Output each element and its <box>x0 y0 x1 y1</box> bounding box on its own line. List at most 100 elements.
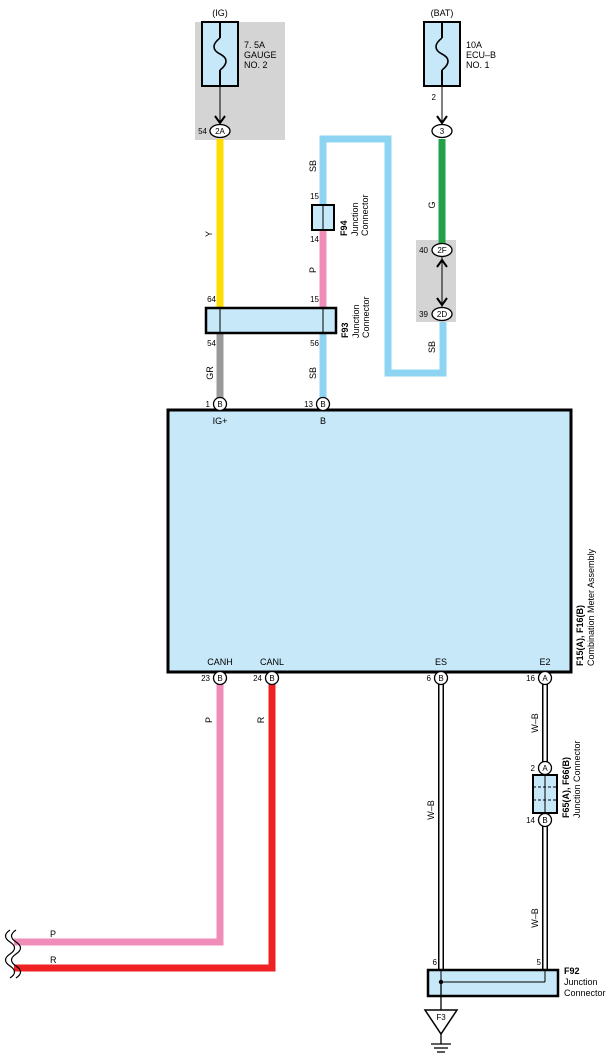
svg-text:A: A <box>542 674 548 683</box>
f93-id: F93 <box>340 322 350 338</box>
f94-name-2: Connector <box>360 194 370 236</box>
label-wire-sb-b: SB <box>308 367 318 379</box>
svg-text:B: B <box>542 816 547 825</box>
meter-pin-es: B <box>433 670 449 686</box>
svg-text:2F: 2F <box>437 246 446 255</box>
svg-text:3: 3 <box>440 127 445 136</box>
f92-name-2: Connector <box>564 988 606 998</box>
wire-canl-r <box>14 681 276 972</box>
meter-pin-b-label: B <box>320 416 326 426</box>
meter-pin-e2-label: E2 <box>539 657 550 667</box>
svg-text:2D: 2D <box>437 310 447 319</box>
label-wire-gr: GR <box>205 366 215 380</box>
f65-name: Junction Connector <box>572 740 582 818</box>
f92-pin-right: 5 <box>537 958 542 967</box>
meter-pin-canh: B <box>212 670 228 686</box>
chevron-ig-icon <box>214 115 226 125</box>
f93-name-2: Connector <box>361 296 371 338</box>
fuse-bat <box>423 21 461 87</box>
f94-id: F94 <box>339 220 349 236</box>
meter-pin-canh-num: 23 <box>201 674 210 683</box>
meter-name: Combination Meter Assembly <box>586 548 596 666</box>
connector-2d: 2D <box>431 306 453 322</box>
meter-pin-canl: B <box>264 670 280 686</box>
fuse-bat-pin: 2 <box>432 93 437 102</box>
meter-pin-b-num: 13 <box>304 400 313 409</box>
label-wire-sb-top: SB <box>308 160 318 172</box>
meter-pin-canh-label: CANH <box>207 657 233 667</box>
chevron-down-icon <box>436 297 448 307</box>
label-wire-p-left: P <box>50 929 56 939</box>
f94-pin-top: 15 <box>310 192 319 201</box>
connector-3: 3 <box>431 123 453 139</box>
meter-pin-es-label: ES <box>435 657 447 667</box>
meter-id: F15(A), F16(B) <box>575 605 585 666</box>
fuse-bat-supply: (BAT) <box>431 8 454 18</box>
f92-id: F92 <box>564 966 580 976</box>
ground-icon <box>423 1009 459 1053</box>
wire-sb-top <box>319 135 447 377</box>
f93-name-1: Junction <box>351 304 361 338</box>
label-wire-canh: P <box>204 717 214 723</box>
meter-pin-ig-label: IG+ <box>213 416 228 426</box>
label-wire-r-left: R <box>50 955 57 965</box>
fuse-ig <box>201 21 239 87</box>
combination-meter-box <box>166 408 573 674</box>
label-wire-wb-e2: W–B <box>530 713 540 733</box>
f65-pin-top: 2 <box>531 764 536 773</box>
svg-text:B: B <box>438 674 443 683</box>
meter-pin-e2-num: 16 <box>526 674 535 683</box>
wire-canh-p <box>14 681 224 946</box>
meter-pin-es-num: 6 <box>427 674 432 683</box>
wire-break-icon <box>4 929 22 979</box>
connector-f92 <box>426 968 560 1010</box>
f94-pin-bottom: 14 <box>310 235 319 244</box>
f65-id: F65(A), F66(B) <box>561 757 571 818</box>
ground-label: F3 <box>436 1013 446 1022</box>
label-wire-p-mid: P <box>308 267 318 273</box>
connector-f94 <box>311 204 335 231</box>
label-wire-wb-low: W–B <box>530 908 540 928</box>
meter-pin-b: B <box>315 396 331 412</box>
fuse-ig-name: GAUGE <box>244 50 277 60</box>
svg-text:B: B <box>217 400 222 409</box>
label-wire-wb-es: W–B <box>426 800 436 820</box>
label-wire-y: Y <box>204 231 214 237</box>
meter-pin-canl-label: CANL <box>260 657 284 667</box>
f92-pin-left: 6 <box>433 958 438 967</box>
chevron-up-icon <box>436 258 448 268</box>
connector-2a: 2A <box>209 123 231 139</box>
connector-2f: 2F <box>431 242 453 258</box>
svg-text:B: B <box>269 674 274 683</box>
pin-2d-num: 39 <box>419 310 428 319</box>
fuse-bat-number: NO. 1 <box>466 60 490 70</box>
meter-pin-ig: B <box>212 396 228 412</box>
pin-2f-num: 40 <box>419 246 428 255</box>
svg-text:2A: 2A <box>215 127 225 136</box>
svg-text:B: B <box>320 400 325 409</box>
label-wire-g: G <box>427 201 437 208</box>
f93-pin-tr: 15 <box>310 295 319 304</box>
connector-f65: A B <box>532 760 558 828</box>
chevron-bat-icon <box>436 115 448 125</box>
fuse-bat-rating: 10A <box>466 40 482 50</box>
f93-pin-bl: 54 <box>207 339 216 348</box>
meter-pin-canl-num: 24 <box>253 674 262 683</box>
fuse-ig-supply: (IG) <box>212 8 228 18</box>
f65-pin-bottom: 14 <box>526 816 535 825</box>
fuse-bat-name: ECU–B <box>466 50 496 60</box>
meter-pin-e2: A <box>537 670 553 686</box>
fuse-ig-number: NO. 2 <box>244 60 268 70</box>
f93-pin-tl: 64 <box>207 295 216 304</box>
pin-2a-num: 54 <box>198 127 207 136</box>
meter-pin-ig-num: 1 <box>206 400 211 409</box>
f94-name-1: Junction <box>350 202 360 236</box>
f93-pin-br: 56 <box>310 339 319 348</box>
label-wire-canl: R <box>256 716 266 723</box>
fuse-ig-rating: 7. 5A <box>244 40 265 50</box>
label-wire-sb-right: SB <box>427 341 437 353</box>
f92-name-1: Junction <box>564 977 598 987</box>
svg-text:A: A <box>542 764 548 773</box>
connector-f93 <box>204 306 338 335</box>
